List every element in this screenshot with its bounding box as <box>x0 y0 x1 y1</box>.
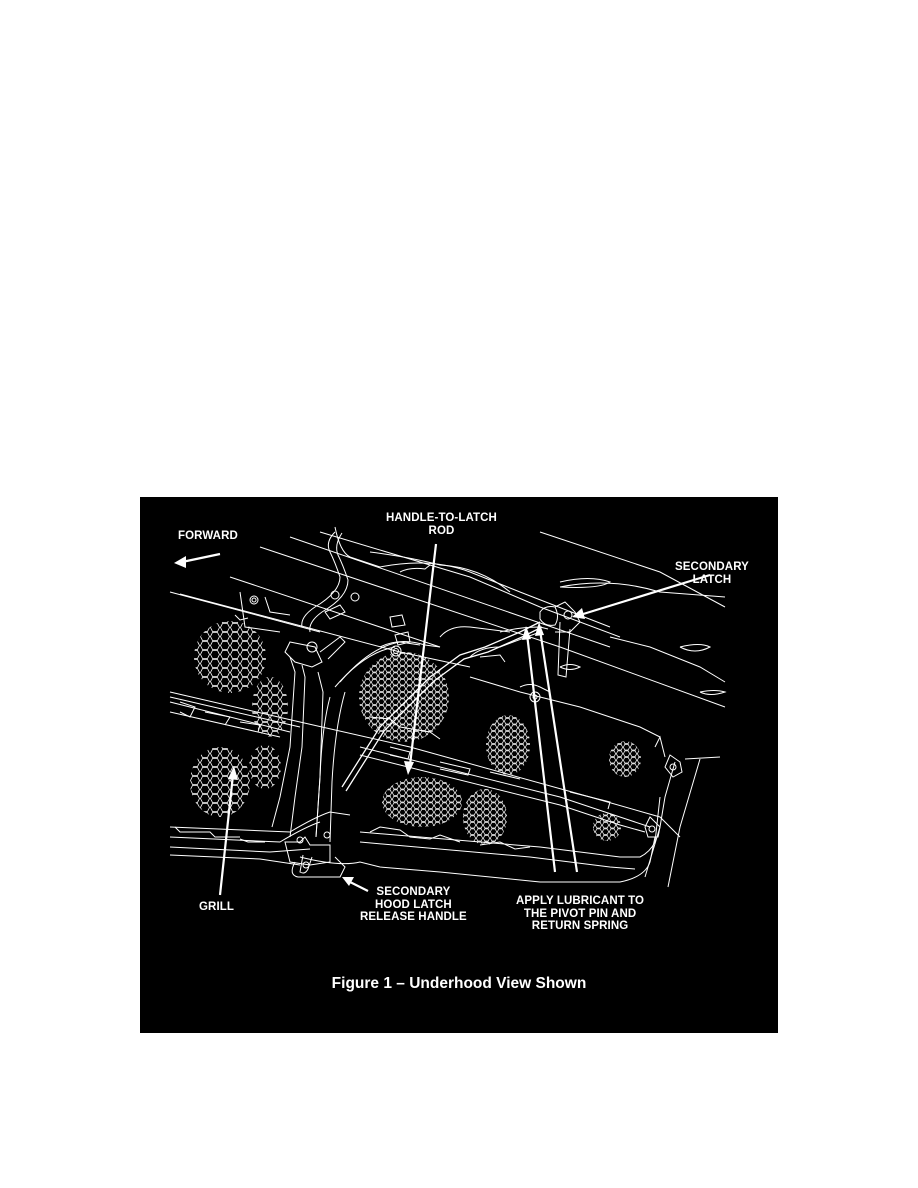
release-handle-label: SECONDARY HOOD LATCH RELEASE HANDLE <box>360 886 467 923</box>
lubricant-label: APPLY LUBRICANT TO THE PIVOT PIN AND RET… <box>516 895 645 932</box>
handle-to-latch-rod-label: HANDLE-TO-LATCH ROD <box>386 512 497 537</box>
grill-hex-pattern <box>190 621 641 845</box>
forward-label: FORWARD <box>178 530 238 542</box>
underhood-line-drawing <box>169 526 727 896</box>
grill-label: GRILL <box>199 901 234 913</box>
secondary-latch-label: SECONDARY LATCH <box>675 561 749 586</box>
underhood-figure: FORWARD HANDLE-TO-LATCH ROD SECONDARY LA… <box>140 497 778 1033</box>
arrow-left-icon <box>174 552 221 568</box>
figure-caption: Figure 1 – Underhood View Shown <box>331 975 587 992</box>
